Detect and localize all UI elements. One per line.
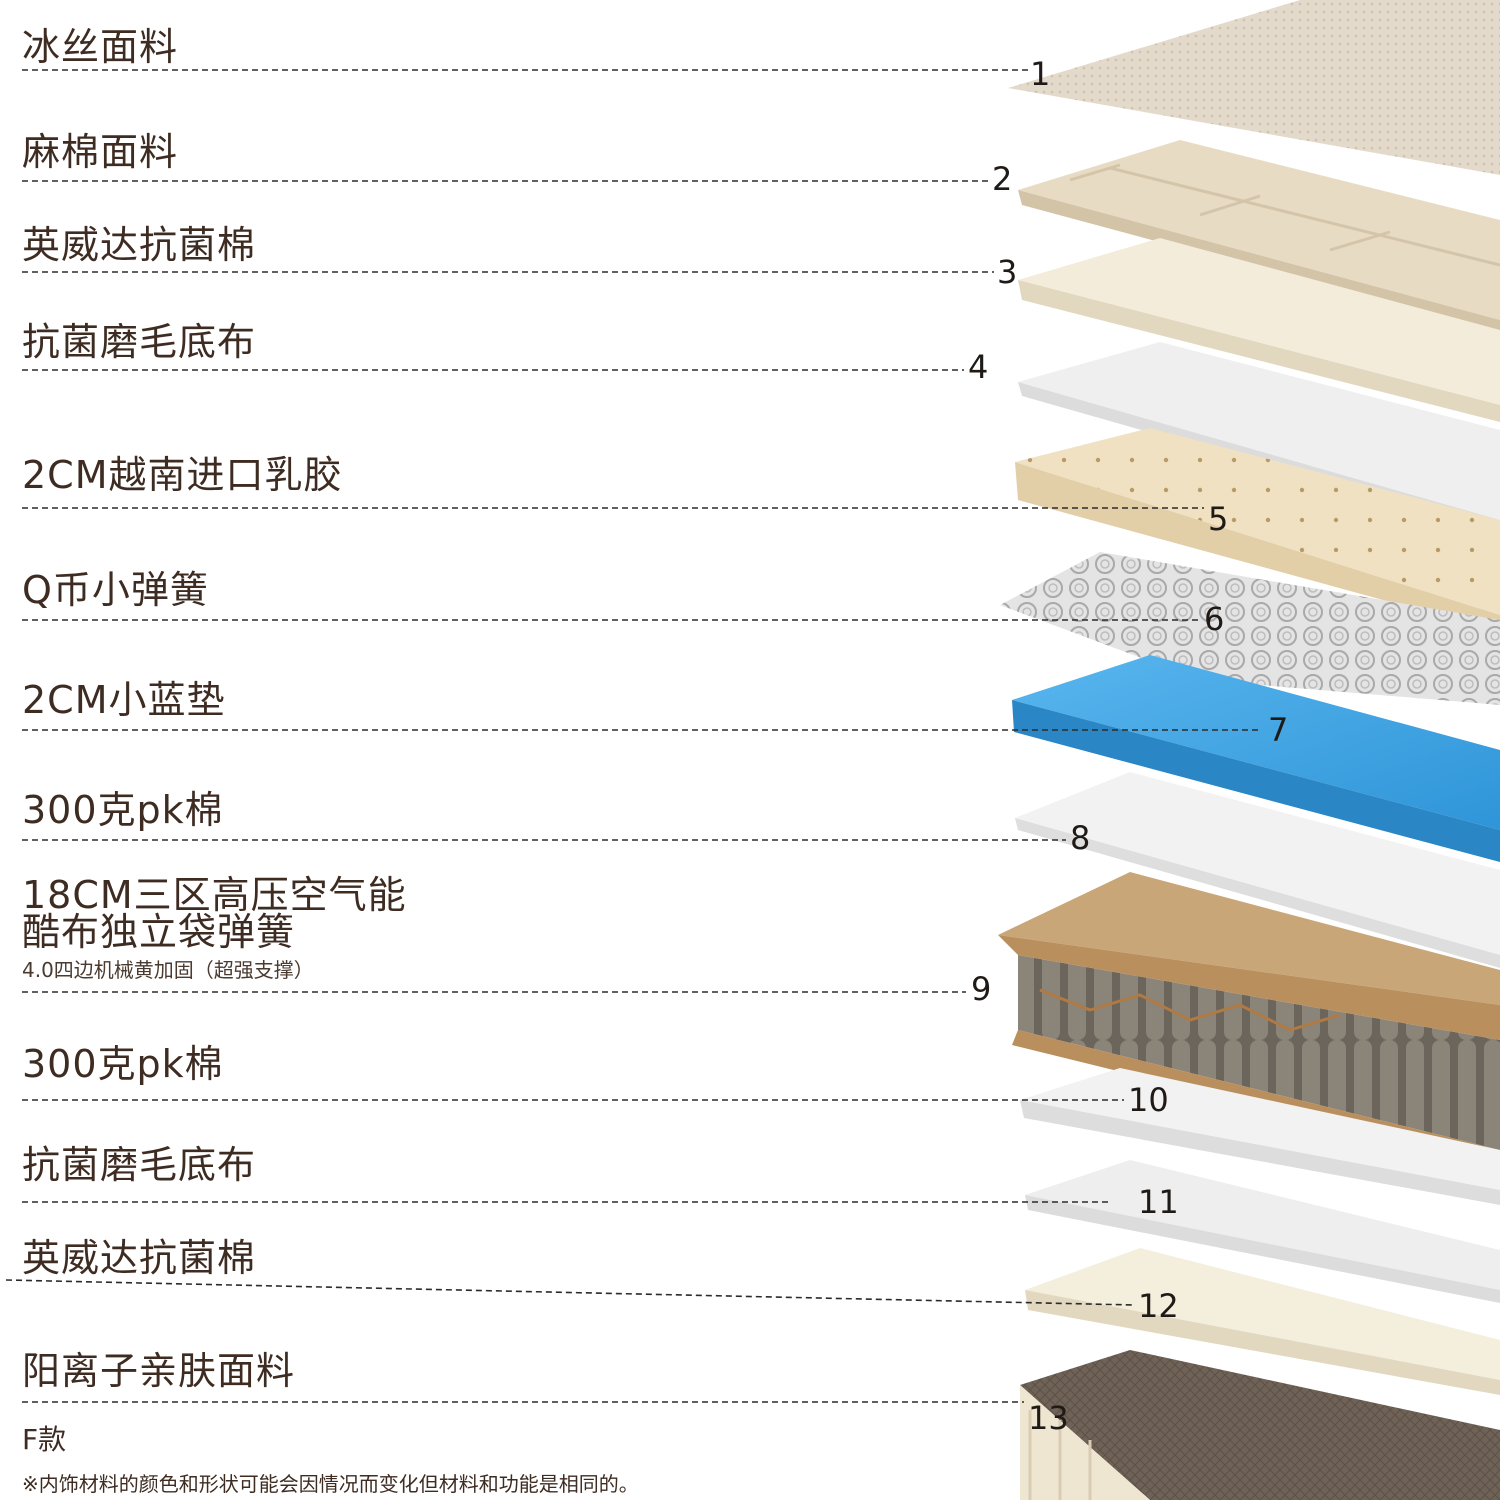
layer-label-12: 英威达抗菌棉 bbox=[22, 1239, 256, 1277]
layer-number-4: 4 bbox=[968, 351, 988, 383]
layer-number-12: 12 bbox=[1138, 1290, 1179, 1322]
layer-label-9-line1: 18CM三区高压空气能 bbox=[22, 876, 407, 914]
layer-number-9: 9 bbox=[971, 973, 991, 1005]
layer-1-ice-silk bbox=[1008, 0, 1500, 175]
layer-number-8: 8 bbox=[1070, 822, 1090, 854]
layer-label-3: 英威达抗菌棉 bbox=[22, 226, 256, 264]
layer-label-5: 2CM越南进口乳胶 bbox=[22, 456, 343, 494]
layer-number-6: 6 bbox=[1204, 603, 1224, 635]
layer-number-11: 11 bbox=[1138, 1186, 1179, 1218]
layer-label-9-subtitle: 4.0四边机械黄加固（超强支撑） bbox=[22, 960, 314, 980]
layer-label-2: 麻棉面料 bbox=[22, 133, 178, 171]
layer-label-1: 冰丝面料 bbox=[22, 28, 178, 66]
layer-label-9-line2: 酷布独立袋弹簧 bbox=[22, 913, 295, 951]
layer-label-10: 300克pk棉 bbox=[22, 1045, 224, 1083]
leader-line-12 bbox=[6, 1280, 1134, 1305]
layer-number-13: 13 bbox=[1028, 1402, 1069, 1434]
variant-label: F款 bbox=[22, 1418, 66, 1458]
layer-number-7: 7 bbox=[1268, 714, 1288, 746]
layer-number-5: 5 bbox=[1208, 503, 1228, 535]
layer-number-2: 2 bbox=[992, 163, 1012, 195]
disclaimer-note: ※内饰材料的颜色和形状可能会因情况而变化但材料和功能是相同的。 bbox=[22, 1468, 639, 1497]
layer-label-11: 抗菌磨毛底布 bbox=[22, 1146, 256, 1184]
layer-label-4: 抗菌磨毛底布 bbox=[22, 323, 256, 361]
layer-number-1: 1 bbox=[1030, 58, 1050, 90]
layer-number-3: 3 bbox=[997, 256, 1017, 288]
layer-label-7: 2CM小蓝垫 bbox=[22, 681, 226, 719]
layer-label-6: Q币小弹簧 bbox=[22, 571, 209, 609]
layer-label-13: 阳离子亲肤面料 bbox=[22, 1352, 295, 1390]
layer-number-10: 10 bbox=[1128, 1084, 1169, 1116]
layer-label-8: 300克pk棉 bbox=[22, 791, 224, 829]
